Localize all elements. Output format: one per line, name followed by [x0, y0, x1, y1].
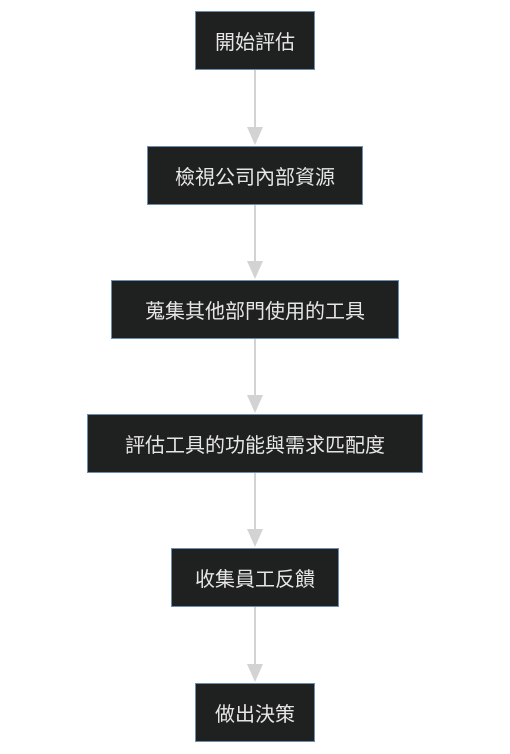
edge-feedback-to-decide [247, 607, 263, 682]
node-review-internal-resources: 檢視公司內部資源 [147, 146, 363, 205]
arrowhead-icon [247, 529, 263, 547]
arrowhead-icon [247, 664, 263, 682]
node-collect-employee-feedback: 收集員工反饋 [171, 548, 339, 607]
node-start-evaluation: 開始評估 [195, 11, 315, 70]
node-make-decision: 做出決策 [195, 683, 315, 742]
arrowhead-icon [247, 261, 263, 279]
edge-review-to-collect-tools [247, 205, 263, 279]
node-evaluate-feature-fit: 評估工具的功能與需求匹配度 [87, 414, 423, 473]
edge-start-to-review [247, 70, 263, 145]
arrowhead-icon [247, 395, 263, 413]
edge-collect-tools-to-evaluate [247, 339, 263, 413]
node-collect-other-department-tools: 蒐集其他部門使用的工具 [111, 280, 399, 339]
edge-evaluate-to-feedback [247, 473, 263, 547]
arrowhead-icon [247, 127, 263, 145]
